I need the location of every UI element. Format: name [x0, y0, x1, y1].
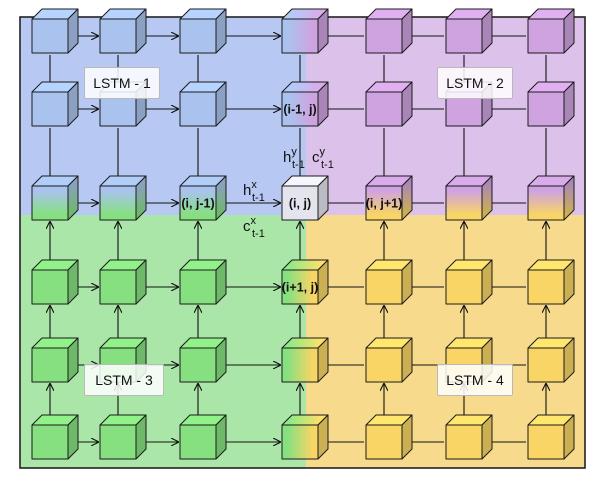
cubes: [31, 8, 575, 460]
cube: [99, 259, 147, 305]
cube: [179, 8, 227, 54]
state-label-sup: y: [320, 146, 326, 158]
cell-label-top: (i-1, j): [283, 103, 316, 117]
cube: [365, 337, 413, 383]
cell-labels: (i-1, j)(i, j-1)(i, j)(i, j+1)(i+1, j)hx…: [181, 103, 402, 295]
cell-top-cube: [281, 81, 329, 127]
cube: [179, 414, 227, 460]
cell-bottom-cube: [281, 259, 329, 305]
cube: [31, 175, 79, 221]
cube: [445, 259, 493, 305]
cube: [31, 259, 79, 305]
lstm-4-label: LSTM - 4: [437, 364, 513, 396]
cube: [31, 8, 79, 54]
cube: [179, 337, 227, 383]
cube: [365, 259, 413, 305]
cube: [527, 259, 575, 305]
cube: [281, 8, 329, 54]
cube: [365, 414, 413, 460]
cube: [365, 81, 413, 127]
state-label-sub: t-1: [252, 192, 265, 204]
cube: [99, 8, 147, 54]
cube: [179, 81, 227, 127]
cell-label-center: (i, j): [289, 197, 311, 211]
state-label-sup: x: [251, 179, 257, 191]
state-label-sub: t-1: [252, 228, 265, 240]
state-label-sub: t-1: [292, 159, 305, 171]
state-label-base: h: [243, 182, 251, 199]
cube: [445, 414, 493, 460]
cube: [31, 337, 79, 383]
cell-right-cube: [365, 175, 413, 221]
lstm-3-label: LSTM - 3: [84, 364, 164, 396]
cell-label-right: (i, j+1): [366, 197, 402, 211]
cube: [527, 414, 575, 460]
cell-center-cube: [281, 175, 329, 221]
cube: [281, 414, 329, 460]
cube: [527, 337, 575, 383]
cube: [527, 81, 575, 127]
state-label-base: h: [283, 149, 291, 166]
cube: [527, 175, 575, 221]
cube: [31, 414, 79, 460]
cube: [31, 81, 79, 127]
cube: [365, 8, 413, 54]
lstm-2-label: LSTM - 2: [437, 67, 513, 99]
cell-left-cube: [179, 175, 227, 221]
cube: [527, 8, 575, 54]
lstm-1-label: LSTM - 1: [84, 67, 160, 99]
state-label-base: c: [312, 149, 320, 166]
state-label-sup: x: [251, 215, 257, 227]
cell-label-bottom: (i+1, j): [282, 281, 318, 295]
cell-label-left: (i, j-1): [181, 197, 214, 211]
state-label-base: c: [243, 218, 251, 235]
state-label-sub: t-1: [321, 159, 334, 171]
cube: [99, 175, 147, 221]
cube: [445, 8, 493, 54]
cube: [179, 259, 227, 305]
cube: [445, 175, 493, 221]
state-label-sup: y: [291, 146, 297, 158]
cube: [99, 414, 147, 460]
cube: [281, 337, 329, 383]
